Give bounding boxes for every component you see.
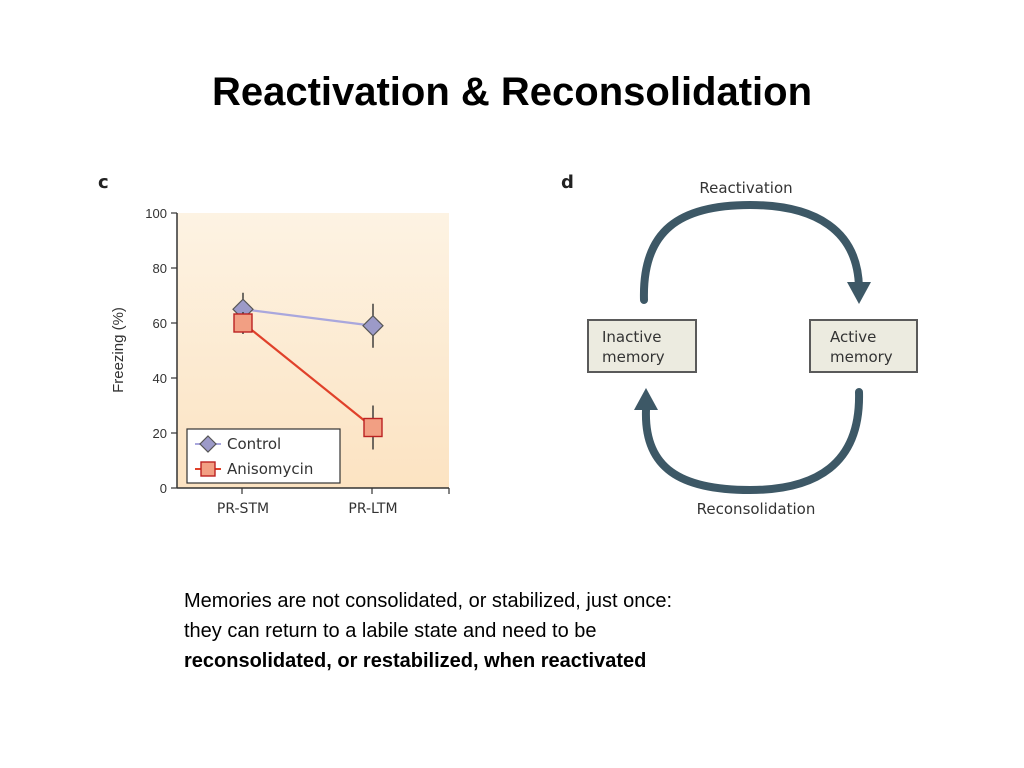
data-point-anisomycin — [233, 313, 253, 333]
y-tick-label: 0 — [160, 481, 167, 496]
slide-title: Reactivation & Reconsolidation — [211, 70, 813, 114]
y-tick-label: 20 — [153, 426, 167, 441]
inactive-memory-box — [587, 319, 697, 373]
inactive-box-line-2: memory — [602, 348, 665, 366]
legend-label: Control — [227, 435, 281, 453]
reconsolidation-arrow — [641, 388, 864, 495]
caption-line-3: reconsolidated, or restabilized, when re… — [184, 650, 647, 672]
caption-line-1: Memories are not consolidated, or stabil… — [184, 590, 673, 612]
y-tick-label: 40 — [153, 371, 167, 386]
y-tick-label: 60 — [153, 316, 167, 331]
reconsolidation-arrowhead — [634, 388, 658, 410]
active-box-line-1: Active — [830, 328, 876, 346]
inactive-memory-label: Inactive memory — [602, 328, 666, 366]
y-axis-label: Freezing (%) — [110, 307, 127, 393]
data-point-anisomycin — [363, 417, 383, 438]
y-tick-label: 100 — [145, 206, 167, 221]
series-line-anisomycin — [242, 322, 374, 429]
x-tick-label: PR-STM — [217, 501, 269, 517]
legend-label: Anisomycin — [227, 460, 313, 478]
panel-d-label: d — [561, 172, 574, 193]
memory-cycle-diagram: Reactivation Inactive memory Active memo… — [587, 179, 918, 518]
caption-line-2: they can return to a labile state and ne… — [184, 620, 597, 642]
reactivation-label: Reactivation — [699, 179, 792, 197]
active-memory-label: Active memory — [830, 328, 893, 366]
caption: Memories are not consolidated, or stabil… — [184, 586, 844, 676]
legend-marker-anisomycin — [200, 461, 216, 477]
inactive-box-line-1: Inactive — [602, 328, 662, 346]
active-box-line-2: memory — [830, 348, 893, 366]
reconsolidation-label: Reconsolidation — [697, 500, 816, 518]
data-point-control — [362, 314, 384, 337]
legend-marker-control — [199, 435, 217, 453]
reactivation-arrow — [639, 200, 863, 304]
series-line-control — [242, 308, 374, 327]
y-tick-label: 80 — [153, 261, 167, 276]
x-tick-label: PR-LTM — [348, 501, 397, 517]
active-memory-box — [809, 319, 918, 373]
panel-c-label: c — [98, 172, 109, 193]
reactivation-arrowhead — [847, 282, 871, 304]
